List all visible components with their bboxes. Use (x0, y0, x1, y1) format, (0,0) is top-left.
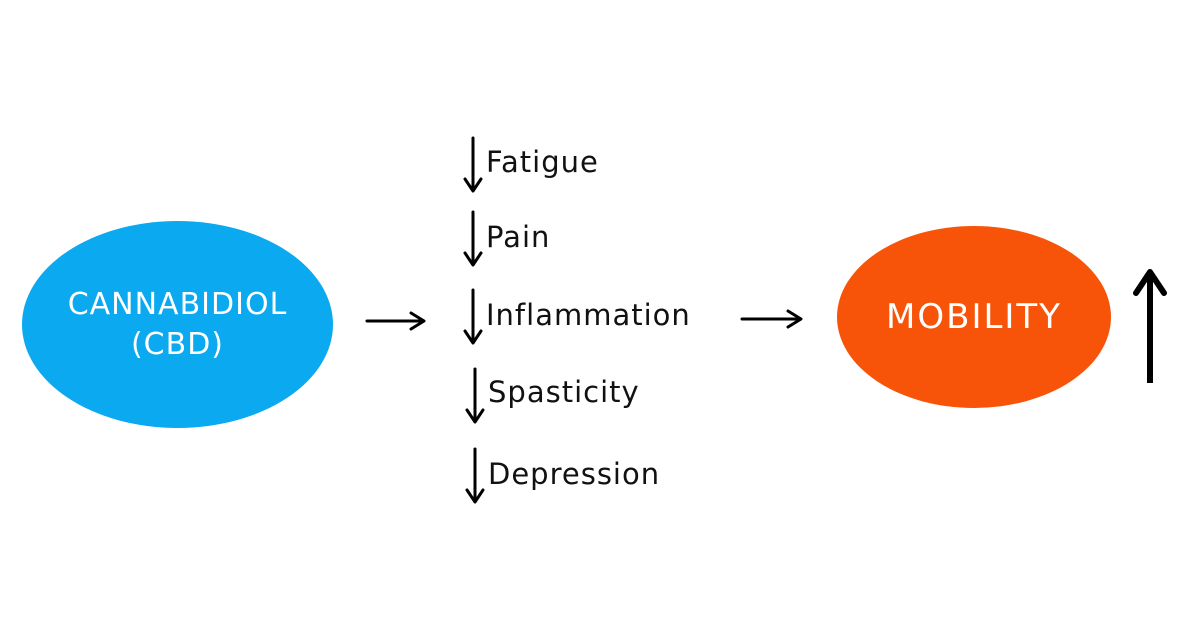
arrow-down-icon (463, 210, 483, 267)
effect-fatigue: Fatigue (462, 136, 662, 196)
effect-depression: Depression (464, 447, 694, 507)
effect-pain: Pain (462, 210, 662, 270)
mobility-node: MOBILITY (837, 226, 1111, 408)
effect-label: Spasticity (488, 375, 640, 409)
effect-label: Pain (486, 220, 551, 254)
effect-label: Depression (488, 457, 661, 491)
mobility-node-label: MOBILITY (886, 297, 1062, 337)
effect-label: Inflammation (486, 298, 691, 332)
effect-inflammation: Inflammation (462, 288, 722, 348)
arrow-down-icon (463, 136, 483, 193)
cbd-node-label-line2: (CBD) (130, 326, 225, 362)
arrow-down-icon (463, 288, 483, 345)
arrow-down-icon (465, 367, 485, 424)
arrow-right-icon (740, 309, 803, 329)
cbd-node: CANNABIDIOL (CBD) (22, 221, 333, 428)
cbd-node-label-line1: CANNABIDIOL (67, 286, 288, 322)
arrow-up-icon (1133, 269, 1167, 383)
arrow-down-icon (465, 447, 485, 504)
effect-spasticity: Spasticity (464, 367, 684, 427)
arrow-right-icon (365, 311, 426, 331)
effect-label: Fatigue (486, 145, 599, 179)
